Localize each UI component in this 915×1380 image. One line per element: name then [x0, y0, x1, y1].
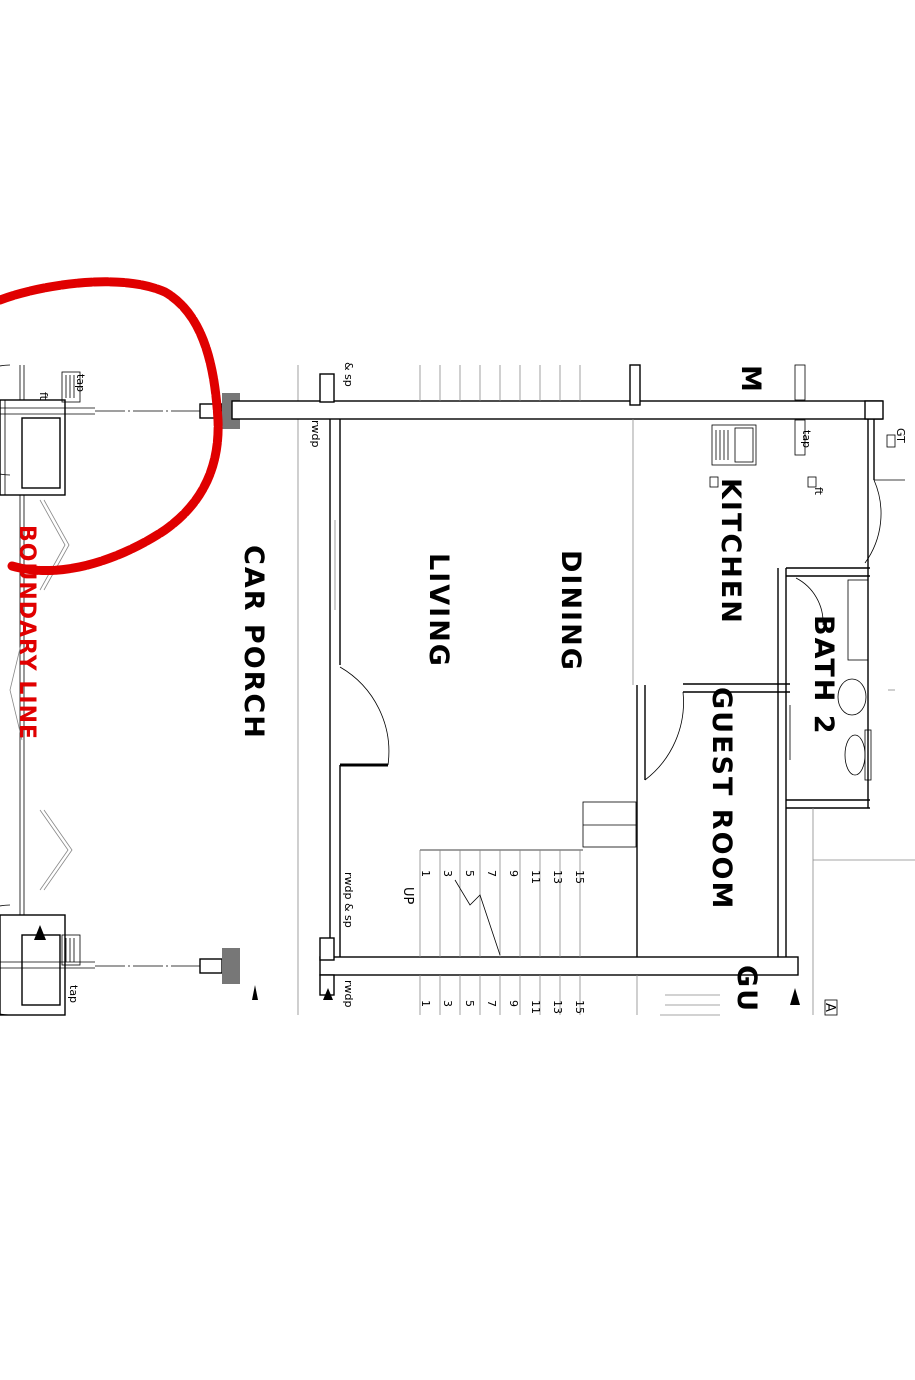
- stair-step-number-1: 3: [441, 870, 454, 877]
- room-label-dining: DINING: [555, 550, 586, 672]
- house-walls: [231, 364, 915, 1016]
- annotation-rwdp-bottom: rwdp: [342, 980, 355, 1008]
- stair-step-number-5: 11: [529, 870, 542, 884]
- room-label-partial-m: M: [735, 365, 766, 394]
- annotation-sp-top: & sp: [342, 362, 355, 387]
- room-label-guest-room: GUEST ROOM: [706, 687, 737, 910]
- annotation-up: UP: [400, 887, 415, 905]
- room-label-living: LIVING: [423, 553, 454, 668]
- annotation-gt: GT: [894, 428, 907, 443]
- top-gate-post: [0, 364, 240, 496]
- annotation-ft-kitchen: ft: [812, 487, 825, 496]
- bottom-gate-post: [0, 904, 258, 1016]
- stair-step-number-lower-4: 9: [507, 1000, 520, 1007]
- stair-step-number-lower-6: 13: [551, 1000, 564, 1014]
- annotation-partial-a: A: [822, 1003, 837, 1012]
- stair-step-number-7: 15: [573, 870, 586, 884]
- red-highlight-circle: [0, 277, 223, 576]
- annotation-rwdp-sp-mid: rwdp & sp: [342, 872, 355, 928]
- stair-step-number-0: 1: [419, 870, 432, 877]
- annotation-tap-top: tap: [74, 374, 87, 392]
- stair-step-number-3: 7: [485, 870, 498, 877]
- stair-step-number-lower-1: 3: [441, 1000, 454, 1007]
- room-label-car-porch: CAR PORCH: [238, 545, 269, 740]
- stair-step-number-2: 5: [463, 870, 476, 877]
- stair-step-number-lower-5: 11: [529, 1000, 542, 1014]
- annotation-tap-kitchen: tap: [800, 430, 813, 448]
- stair-step-number-lower-2: 5: [463, 1000, 476, 1007]
- boundary-line-label: BOUNDARY LINE: [14, 525, 39, 740]
- stair-step-number-lower-0: 1: [419, 1000, 432, 1007]
- room-label-kitchen: KITCHEN: [715, 478, 746, 625]
- stair-step-number-lower-7: 15: [573, 1000, 586, 1014]
- stair-step-number-6: 13: [551, 870, 564, 884]
- room-label-partial-gu: GU: [731, 965, 762, 1013]
- annotation-rwdp-top: rwdp: [309, 420, 322, 448]
- annotation-ft-top: ft: [37, 392, 50, 401]
- stair-step-number-4: 9: [507, 870, 520, 877]
- stair-step-number-lower-3: 7: [485, 1000, 498, 1007]
- annotation-tap-bottom: tap: [67, 985, 80, 1003]
- staircase-lower: [419, 975, 581, 1015]
- staircase-main: [419, 849, 583, 958]
- room-label-bath-2: BATH 2: [808, 615, 839, 736]
